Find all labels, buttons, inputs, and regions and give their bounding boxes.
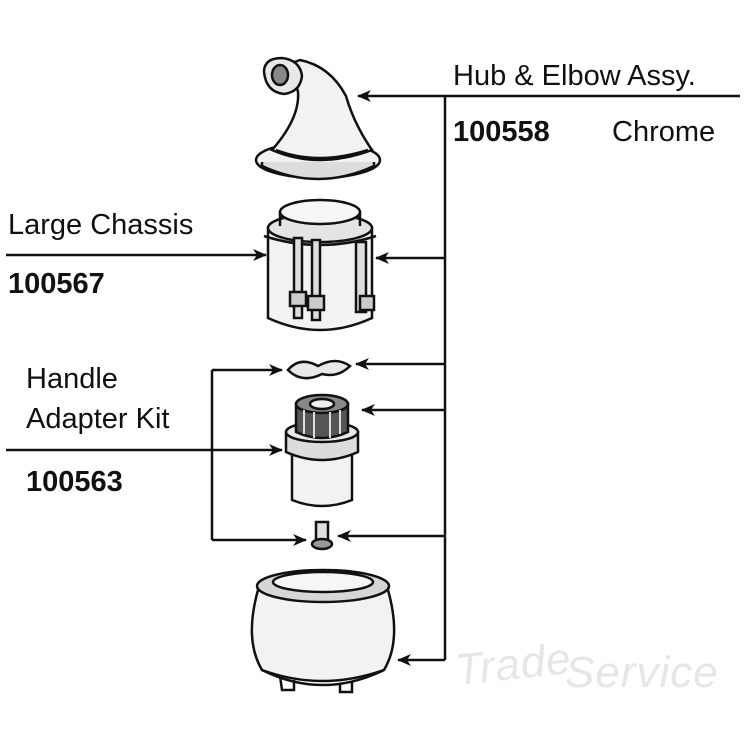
large-chassis-part-number: 100567: [8, 268, 105, 300]
watermark-service: Service: [565, 648, 719, 697]
handle-adapter-part-number: 100563: [26, 466, 123, 498]
handle-adapter-part: [284, 393, 360, 508]
callout-lines: [6, 90, 740, 666]
clip-part: [286, 359, 352, 380]
hub-elbow-part-number: 100558: [453, 116, 550, 148]
handle-adapter-label-line2: Adapter Kit: [26, 403, 170, 435]
handle-adapter-label-line1: Handle: [26, 363, 118, 395]
base-escutcheon-part: [250, 568, 396, 694]
screw-part: [310, 520, 334, 551]
large-chassis-part: [263, 198, 377, 332]
hub-elbow-finish: Chrome: [612, 116, 716, 148]
hub-elbow-part: [254, 56, 382, 181]
hub-elbow-label: Hub & Elbow Assy.: [453, 60, 696, 92]
large-chassis-label: Large Chassis: [8, 209, 194, 241]
